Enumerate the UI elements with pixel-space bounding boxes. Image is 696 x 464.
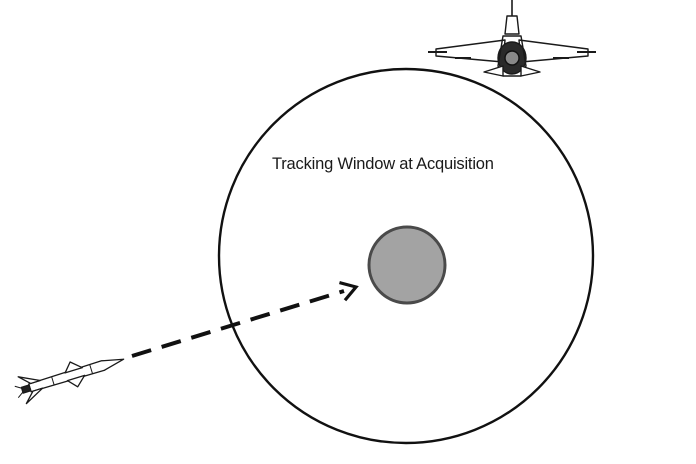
jet-fighter-icon	[428, 0, 596, 77]
approach-path-arrow	[131, 289, 345, 358]
tracking-window-label: Tracking Window at Acquisition	[272, 155, 494, 173]
arrow-head	[339, 281, 359, 302]
tracking-window-circle	[217, 67, 595, 445]
missile-icon	[14, 358, 125, 405]
target-dot	[367, 225, 447, 305]
